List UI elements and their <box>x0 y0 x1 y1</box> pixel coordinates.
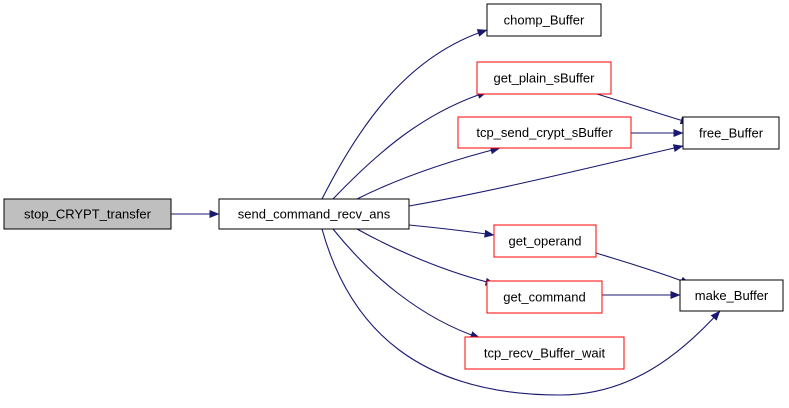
node-label: send_command_recv_ans <box>238 207 391 222</box>
node-get-command[interactable]: get_command <box>486 280 603 314</box>
node-label: get_plain_sBuffer <box>494 71 596 86</box>
node-label: tcp_send_crypt_sBuffer <box>476 125 613 140</box>
edge-send-command-recv-ans-to-get-plain-sbuffer <box>332 91 488 200</box>
edge-send-command-recv-ans-to-tcp-recv-buffer-wait <box>332 228 481 339</box>
node-make-buffer[interactable]: make_Buffer <box>679 279 784 312</box>
node-send-command-recv-ans[interactable]: send_command_recv_ans <box>218 198 410 230</box>
node-label: tcp_recv_Buffer_wait <box>484 346 606 361</box>
node-get-plain-sbuffer[interactable]: get_plain_sBuffer <box>476 61 612 95</box>
node-label: chomp_Buffer <box>504 13 585 28</box>
edge-send-command-recv-ans-to-chomp-buffer <box>321 29 488 200</box>
node-label: free_Buffer <box>699 126 764 141</box>
node-free-buffer[interactable]: free_Buffer <box>682 116 780 150</box>
edge-send-command-recv-ans-to-get-operand <box>408 224 495 238</box>
nodes-layer: stop_CRYPT_transfer send_command_recv_an… <box>3 3 784 370</box>
node-stop-crypt-transfer[interactable]: stop_CRYPT_transfer <box>3 198 172 230</box>
node-label: make_Buffer <box>695 288 769 303</box>
node-chomp-buffer[interactable]: chomp_Buffer <box>486 3 602 37</box>
edge-get-plain-sbuffer-to-free-buffer <box>596 93 691 125</box>
node-tcp-recv-buffer-wait[interactable]: tcp_recv_Buffer_wait <box>464 336 625 370</box>
node-tcp-send-crypt-sbuffer[interactable]: tcp_send_crypt_sBuffer <box>457 116 632 149</box>
edge-get-operand-to-make-buffer <box>595 252 691 285</box>
edges-layer <box>171 29 721 396</box>
node-get-operand[interactable]: get_operand <box>493 224 597 258</box>
node-label: get_operand <box>508 234 581 249</box>
edge-send-command-recv-ans-to-make-buffer <box>321 228 721 396</box>
edge-send-command-recv-ans-to-free-buffer <box>408 144 684 207</box>
edge-send-command-recv-ans-to-get-command <box>356 228 496 286</box>
edge-send-command-recv-ans-to-tcp-send-crypt-sbuffer <box>356 146 501 200</box>
node-label: stop_CRYPT_transfer <box>24 207 152 222</box>
node-label: get_command <box>503 290 585 305</box>
